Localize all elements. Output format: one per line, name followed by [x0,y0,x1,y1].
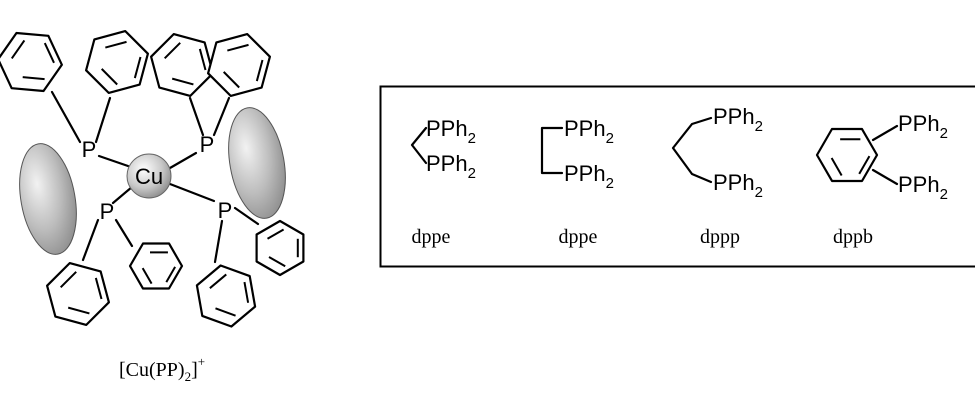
phosphorus-label: P [218,198,233,223]
ligand-name: dppb [833,226,873,248]
benzene-ring [815,127,879,183]
ligand-dppe-1: PPh2 PPh2 dppe [410,116,476,248]
phenyl-ring [85,29,149,95]
ligand-top-group: PPh2 [898,111,948,142]
phenyl-ring [128,242,184,290]
ligand-name: dppp [700,226,740,248]
ligand-dppe-2: PPh2 PPh2 dppe [540,116,614,248]
phenyl-ring [207,32,271,98]
copper-complex-structure: Cu P P P P [0,29,305,328]
phenyl-ring [150,32,214,98]
ligand-top-group: PPh2 [426,116,476,147]
phosphorus-label: P [100,199,115,224]
right-chelate-ellipse [228,107,286,219]
ligand-name: dppe [559,226,598,248]
complex-bonds [50,90,260,264]
ligand-top-group: PPh2 [564,116,614,147]
phenyl-ring [46,261,110,327]
complex-formula: [Cu(PP)2]+ [119,354,205,384]
ligand-box [379,85,975,268]
ligand-dppp: PPh2 PPh2 dppp [671,104,763,248]
ligand-bottom-group: PPh2 [713,170,763,201]
phenyl-ring [255,219,305,277]
phenyl-ring [0,31,63,93]
copper-label: Cu [135,164,163,189]
ligand-dppb: PPh2 PPh2 dppb [815,111,948,248]
ligand-bottom-group: PPh2 [564,161,614,192]
ligand-name: dppe [412,226,451,248]
phenyl-ring [195,264,257,328]
phosphorus-label: P [82,137,97,162]
phenyl-rings [0,29,305,328]
ligand-bottom-group: PPh2 [426,151,476,182]
ligand-bottom-group: PPh2 [898,172,948,203]
phosphorus-label: P [200,132,215,157]
copper-atom [126,153,172,199]
left-chelate-ellipse [19,143,77,255]
ligand-top-group: PPh2 [713,104,763,135]
